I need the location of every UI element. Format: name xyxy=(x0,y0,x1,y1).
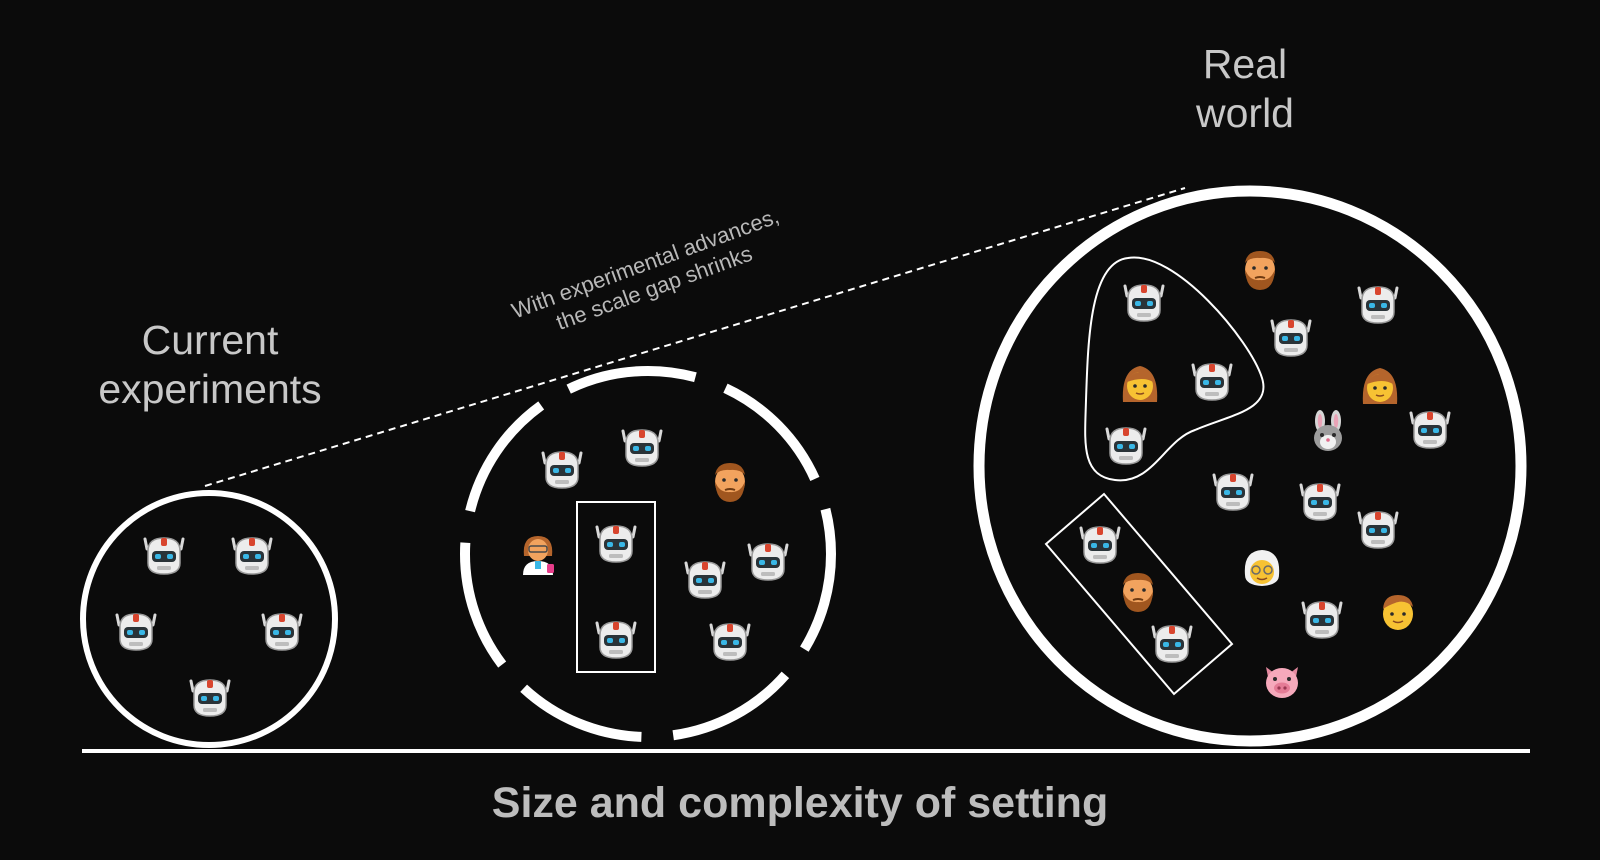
robot-icon xyxy=(619,425,665,471)
robot-icon xyxy=(539,447,585,493)
scale-gap-dashed-line xyxy=(204,187,1186,487)
robot-icon xyxy=(593,521,639,567)
rabbit-icon xyxy=(1305,409,1351,455)
woman-icon xyxy=(1357,362,1403,408)
robot-icon xyxy=(745,539,791,585)
bearded-man-icon xyxy=(1115,569,1161,615)
robot-icon xyxy=(682,557,728,603)
robot-icon xyxy=(1355,282,1401,328)
robot-pair-box xyxy=(576,501,656,673)
robot-icon xyxy=(1121,280,1167,326)
robot-icon xyxy=(187,675,233,721)
current-experiments-label: Current experiments xyxy=(98,317,322,413)
robot-icon xyxy=(259,609,305,655)
grandma-icon xyxy=(1239,545,1285,591)
bearded-man-icon xyxy=(707,459,753,505)
robot-icon xyxy=(1268,315,1314,361)
current-experiments-circle xyxy=(80,490,338,748)
robot-icon xyxy=(1077,522,1123,568)
robot-icon xyxy=(141,533,187,579)
robot-group-blob xyxy=(1084,256,1265,482)
pig-icon xyxy=(1259,657,1305,703)
bearded-man-icon xyxy=(1237,247,1283,293)
robot-icon xyxy=(707,619,753,665)
robot-icon xyxy=(113,609,159,655)
robot-human-box xyxy=(1044,492,1234,696)
robot-icon xyxy=(1299,597,1345,643)
intermediate-circle xyxy=(460,366,836,742)
woman-icon xyxy=(1117,360,1163,406)
robot-icon xyxy=(1355,507,1401,553)
robot-icon xyxy=(1149,621,1195,667)
robot-icon xyxy=(593,617,639,663)
boy-icon xyxy=(1375,589,1421,635)
robot-icon xyxy=(1189,359,1235,405)
robot-icon xyxy=(1297,479,1343,525)
robot-icon xyxy=(229,533,275,579)
robot-icon xyxy=(1103,423,1149,469)
robot-icon xyxy=(1210,469,1256,515)
real-world-label: Real world xyxy=(1196,41,1294,137)
robot-icon xyxy=(1407,407,1453,453)
real-world-circle xyxy=(973,185,1527,747)
scientist-icon xyxy=(515,530,561,576)
axis-label: Size and complexity of setting xyxy=(491,779,1109,827)
